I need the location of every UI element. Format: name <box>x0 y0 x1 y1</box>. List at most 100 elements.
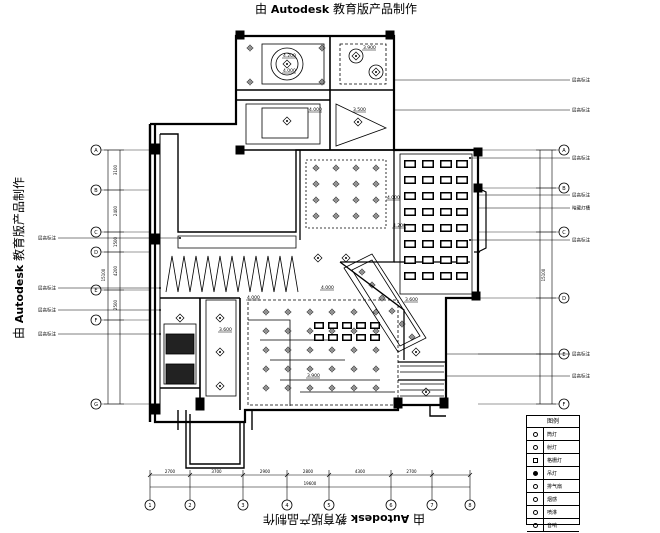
sawtooth-ceiling-icon <box>237 255 251 293</box>
downlight-icon <box>350 308 358 316</box>
svg-text:1: 1 <box>148 503 151 509</box>
downlight-icon <box>372 180 380 188</box>
dimension-text: 1500 <box>113 236 118 247</box>
downlight-icon <box>372 212 380 220</box>
callout-leader: 层高标注 <box>38 235 181 242</box>
callout-leader: 层高标注 <box>469 237 590 244</box>
svg-text:4.200: 4.200 <box>393 223 406 229</box>
grille-light-icon <box>422 256 434 264</box>
elevation-tag: 3.600 <box>218 327 232 333</box>
elevation-tag: 3.600 <box>404 297 418 303</box>
svg-text:3.500: 3.500 <box>353 107 366 113</box>
grille-light-icon <box>328 334 338 341</box>
legend-row: 音响 <box>527 519 579 532</box>
svg-text:B: B <box>94 188 98 194</box>
building-walls <box>148 30 487 469</box>
axis-bubble-left: C <box>90 226 102 238</box>
svg-text:3.600: 3.600 <box>405 297 418 303</box>
grille-light-icon <box>356 334 366 341</box>
downlight-icon <box>284 346 292 354</box>
callout-label: 层高标注 <box>38 307 56 314</box>
callout-leaders: 层高标注层高标注层高标注层高标注暗藏灯槽层高标注层高标注层高标注层高标注层高标注… <box>38 77 590 380</box>
downlight-icon <box>372 308 380 316</box>
downlight-icon <box>372 346 380 354</box>
grille-light-icon <box>456 192 468 200</box>
grille-light-icon <box>456 240 468 248</box>
grille-light-icon <box>328 322 338 329</box>
downlight-icon <box>372 365 380 373</box>
grille-light-icon <box>422 240 434 248</box>
legend-title: 图例 <box>527 416 579 428</box>
watermark-suffix: 教育版产品制作 <box>12 176 27 261</box>
grille-light-icon <box>314 334 324 341</box>
grille-light-icon <box>422 160 434 168</box>
svg-text:4.000: 4.000 <box>321 285 334 291</box>
grille-light-icon <box>314 322 324 329</box>
downlight-icon <box>262 384 270 392</box>
dimension-total-text: 19600 <box>304 481 317 486</box>
elevation-tag: 3.900 <box>362 45 376 51</box>
downlight-icon <box>372 384 380 392</box>
downlight-icon <box>284 384 292 392</box>
downlight-icon <box>262 346 270 354</box>
downlight-icon <box>388 307 396 315</box>
watermark-bottom: 由 Autodesk 教育版产品制作 <box>263 512 425 526</box>
downlight-icon <box>318 78 326 86</box>
axis-bubble-bottom: 3 <box>237 499 249 511</box>
callout-label: 层高标注 <box>572 373 590 380</box>
spotlight-icon <box>215 347 225 357</box>
axis-bubble-bottom: 4 <box>281 499 293 511</box>
watermark-suffix: 教育版产品制作 <box>263 512 348 526</box>
grille-light-icon <box>404 240 416 248</box>
dimension-text: 2500 <box>113 299 118 310</box>
svg-text:A: A <box>94 148 98 154</box>
grille-light-icon <box>404 272 416 280</box>
sawtooth-ceiling-icon <box>285 255 299 293</box>
grille-light-icon <box>456 176 468 184</box>
callout-leader: 层高标注 <box>38 307 161 314</box>
dimension-text: 3700 <box>211 469 222 474</box>
callout-leader: 层高标注 <box>445 373 590 380</box>
elevation-tag: 4.200 <box>392 223 406 229</box>
watermark-prefix: 由 <box>255 2 268 16</box>
grille-light-icon <box>404 208 416 216</box>
downlight-icon <box>312 196 320 204</box>
spotlight-icon <box>351 51 361 61</box>
downlight-icon <box>328 384 336 392</box>
callout-label: 层高标注 <box>38 331 56 338</box>
legend-row: 烟感 <box>527 493 579 506</box>
grille-light-icon <box>404 224 416 232</box>
smoke-icon <box>527 493 544 505</box>
downlight-icon <box>378 294 386 302</box>
grille-light-icon <box>527 454 544 466</box>
spotlight-icon <box>341 253 351 263</box>
downlight-icon <box>350 346 358 354</box>
axis-bubble-left: B <box>90 184 102 196</box>
downlight-icon <box>332 164 340 172</box>
downlight-icon <box>350 327 358 335</box>
dimension-text: 4300 <box>355 469 366 474</box>
axis-bubble-left: E <box>90 284 102 296</box>
svg-text:6: 6 <box>389 503 392 509</box>
grille-light-icon <box>404 192 416 200</box>
downlight-icon <box>352 196 360 204</box>
callout-label: 层高标注 <box>572 237 590 244</box>
downlight-icon <box>246 78 254 86</box>
elevation-tag: 4.000 <box>386 195 400 201</box>
downlight-icon <box>246 44 254 52</box>
axis-bubble-right: B <box>558 182 570 194</box>
grille-light-icon <box>440 272 452 280</box>
downlight-icon <box>398 320 406 328</box>
legend-row: 喷淋 <box>527 506 579 519</box>
callout-label: 层高标注 <box>572 107 590 114</box>
fan-icon <box>527 480 544 492</box>
spotlight-icon <box>421 387 431 397</box>
sawtooth-ceiling-icon <box>213 255 227 293</box>
callout-label: 层高标注 <box>38 285 56 292</box>
svg-text:C: C <box>562 230 566 236</box>
svg-text:3.900: 3.900 <box>307 373 320 379</box>
downlight-icon <box>372 196 380 204</box>
